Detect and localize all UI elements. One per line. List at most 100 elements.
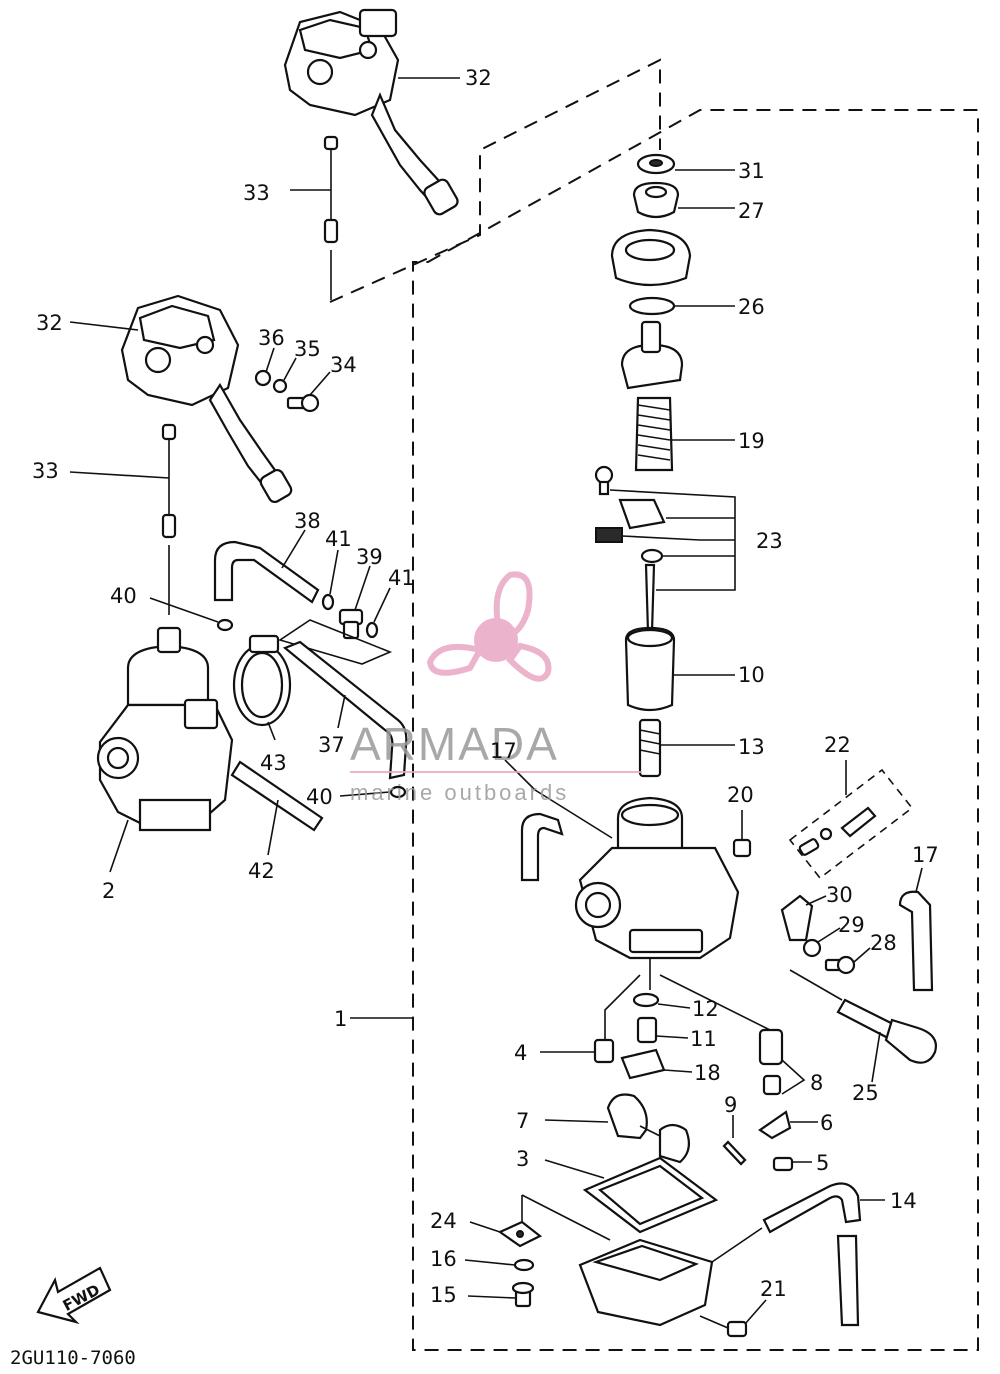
label-43: 43: [260, 751, 287, 775]
washer-16: [464, 1258, 535, 1272]
o-ring-26: [628, 296, 735, 316]
clip-40-lower: [339, 785, 407, 799]
label-3: 3: [516, 1147, 529, 1171]
carburetor-body: [504, 759, 740, 960]
cap-4: [540, 1038, 615, 1064]
carburetor-assembly-2: [96, 626, 234, 873]
label-26: 26: [738, 295, 765, 319]
float-arm-6: [758, 1110, 818, 1140]
watermark-brand: ARMADA: [350, 718, 559, 770]
bracket-30: [780, 894, 827, 942]
choke-plunger-25: [789, 969, 937, 1083]
pilot-screw-set-22: [788, 760, 914, 880]
label-12: 12: [692, 997, 719, 1021]
label-29: 29: [838, 913, 865, 937]
float-valve-18: [620, 1048, 693, 1080]
jet-20: [732, 810, 752, 858]
label-18: 18: [694, 1061, 721, 1085]
label-42: 42: [248, 859, 275, 883]
lock-washer-35: [272, 357, 297, 394]
float-7: [544, 1093, 691, 1164]
spring-19: [634, 396, 735, 472]
label-41-right: 41: [388, 566, 415, 590]
label-40-lower: 40: [306, 785, 333, 809]
label-14: 14: [890, 1189, 917, 1213]
jet-holder-11: [636, 1016, 689, 1044]
label-40-upper: 40: [110, 584, 137, 608]
watermark-tagline: marine outboards: [350, 780, 569, 805]
label-35: 35: [294, 337, 321, 361]
needle-jet-13: [638, 718, 735, 778]
label-24: 24: [430, 1209, 457, 1233]
hose-42: [230, 760, 324, 856]
label-27: 27: [738, 199, 765, 223]
throttle-housing-left: [69, 294, 293, 504]
hose-17-left: [520, 812, 564, 882]
gasket-outline: [278, 619, 393, 665]
label-33-top: 33: [243, 181, 270, 205]
label-7: 7: [516, 1109, 529, 1133]
assembly-boundary: [412, 109, 979, 1351]
label-1: 1: [334, 1007, 347, 1031]
valve-seat-8: [758, 1028, 806, 1096]
hose-17-right: [898, 867, 934, 992]
label-17-left: 17: [490, 739, 517, 763]
clip-40-upper: [149, 597, 234, 632]
label-30: 30: [826, 883, 853, 907]
label-15: 15: [430, 1283, 457, 1307]
throttle-cable-left: [69, 423, 177, 615]
label-37: 37: [318, 733, 345, 757]
screw-34: [286, 371, 331, 413]
drain-screw-21: [699, 1299, 767, 1338]
label-4: 4: [514, 1041, 527, 1065]
label-17-right: 17: [912, 843, 939, 867]
guide-lines-center: [604, 958, 771, 1040]
throttle-cable-top: [290, 135, 339, 300]
hose-38: [213, 529, 320, 604]
label-19: 19: [738, 429, 765, 453]
label-5: 5: [816, 1151, 829, 1175]
fwd-arrow-icon: FWD: [36, 1266, 112, 1325]
screw-28: [824, 947, 871, 975]
float-bowl: [578, 1227, 763, 1327]
screw-5: [772, 1156, 812, 1172]
label-10: 10: [738, 663, 765, 687]
label-31: 31: [738, 159, 765, 183]
label-11: 11: [690, 1027, 717, 1051]
washer-31: [636, 153, 735, 175]
screw-15: [467, 1281, 535, 1308]
washer-29: [802, 927, 841, 958]
plate-24: [469, 1194, 611, 1248]
label-39: 39: [356, 545, 383, 569]
label-2: 2: [102, 879, 115, 903]
label-22: 22: [824, 733, 851, 757]
label-32-top: 32: [465, 66, 492, 90]
label-33-left: 33: [32, 459, 59, 483]
mixing-chamber-cap: [610, 228, 692, 287]
label-32-left: 32: [36, 311, 63, 335]
label-23: 23: [756, 529, 783, 553]
pin-9: [722, 1115, 747, 1166]
label-16: 16: [430, 1247, 457, 1271]
washer-12: [632, 992, 691, 1009]
label-38: 38: [294, 509, 321, 533]
label-36: 36: [258, 326, 285, 350]
washer-36: [254, 347, 275, 387]
clip-41-right: [365, 587, 391, 639]
propeller-logo-icon: [426, 571, 552, 682]
needle-set-23: [594, 465, 736, 634]
label-28: 28: [870, 931, 897, 955]
label-25: 25: [852, 1081, 879, 1105]
armada-watermark: ARMADA marine outboards: [350, 571, 642, 805]
label-34: 34: [330, 353, 357, 377]
throttle-housing-top: [283, 8, 460, 216]
label-8: 8: [810, 1071, 823, 1095]
label-20: 20: [727, 783, 754, 807]
cable-holder: [620, 320, 684, 390]
label-21: 21: [760, 1277, 787, 1301]
cap-27: [632, 181, 735, 219]
gasket-3: [544, 1156, 719, 1234]
clip-41-left: [321, 549, 339, 611]
throttle-valve-10: [624, 626, 735, 712]
